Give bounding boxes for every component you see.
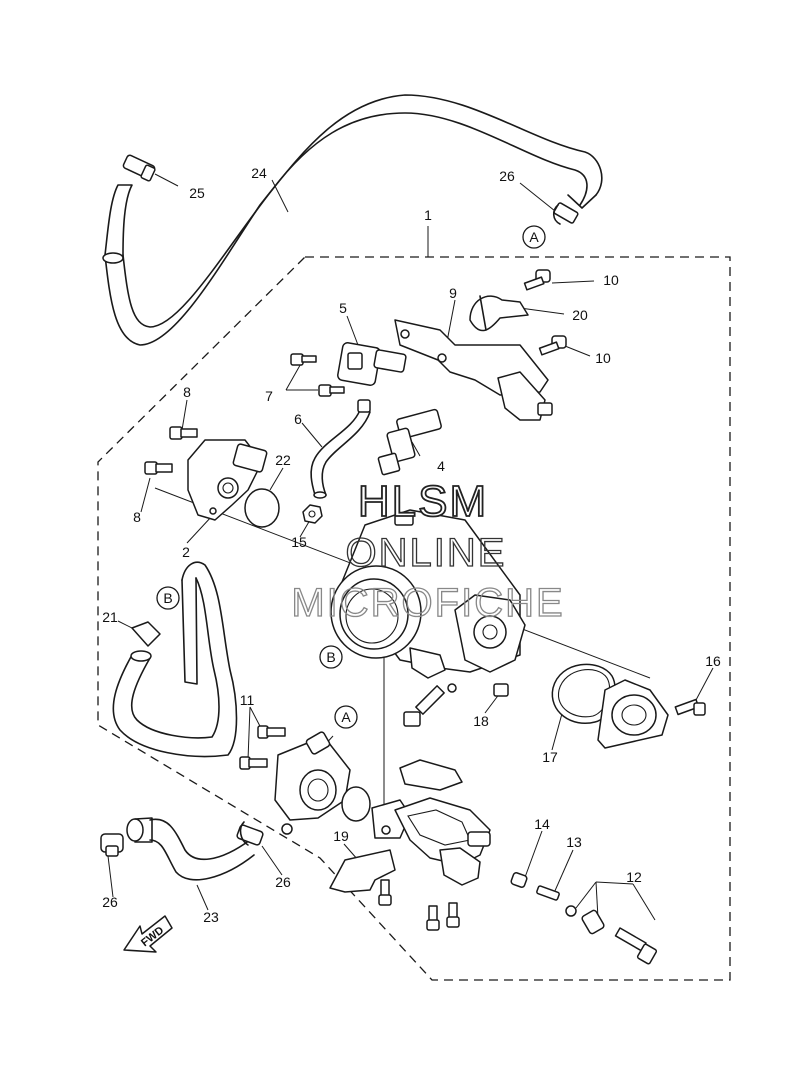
callout-13: 13 — [566, 834, 582, 850]
ref-marker-b-left: B — [156, 586, 180, 610]
callout-18: 18 — [473, 713, 489, 729]
idle-valve-assembly — [394, 797, 491, 886]
screw-7-upper — [290, 353, 317, 366]
callout-2: 2 — [182, 544, 190, 560]
screw-assembly-12 — [565, 905, 658, 965]
screw-11-upper — [257, 725, 286, 739]
screw-7-lower — [318, 384, 345, 397]
callout-15: 15 — [291, 534, 307, 550]
o-ring-22 — [244, 488, 280, 528]
watermark-line1: HLSM — [358, 477, 488, 526]
callout-11: 11 — [240, 692, 255, 708]
callout-16: 16 — [705, 653, 721, 669]
callout-19: 19 — [333, 828, 349, 844]
callout-20: 20 — [572, 307, 588, 323]
screw-lower-2 — [426, 905, 440, 931]
callout-9: 9 — [449, 285, 457, 301]
callout-26-left: 26 — [102, 894, 118, 910]
sensor-2 — [187, 439, 268, 521]
clip-25 — [122, 154, 156, 182]
callout-26-right: 26 — [275, 874, 291, 890]
callout-4: 4 — [437, 458, 445, 474]
bracket-20 — [469, 295, 529, 332]
callout-7: 7 — [265, 388, 273, 404]
pin-13 — [536, 885, 560, 901]
hose-6 — [310, 399, 371, 499]
callout-8-lower: 8 — [133, 509, 141, 525]
nut-15 — [302, 504, 323, 524]
joint-flange — [274, 731, 351, 835]
callout-22: 22 — [275, 452, 291, 468]
screw-lower-1 — [378, 879, 392, 906]
clip-26-left — [100, 833, 124, 857]
screw-10-upper — [523, 269, 551, 291]
watermark: HLSM ONLINE MICROFICHE — [291, 476, 564, 626]
injector-4 — [377, 408, 442, 476]
clip-26-right — [236, 821, 264, 846]
hose-23 — [126, 817, 255, 881]
callout-25: 25 — [189, 185, 205, 201]
plug-18 — [493, 683, 509, 697]
callout-21: 21 — [102, 609, 118, 625]
callout-14: 14 — [534, 816, 550, 832]
hose-21 — [112, 561, 238, 758]
ref-marker-b-center: B — [319, 645, 343, 669]
ref-marker-a-top-label: A — [529, 229, 539, 245]
cover-16 — [597, 679, 706, 749]
callout-26-top: 26 — [499, 168, 515, 184]
bolt-center — [403, 683, 457, 727]
ref-marker-a-bottom-label: A — [341, 709, 351, 725]
screw-8-upper — [169, 426, 198, 440]
watermark-line2: ONLINE — [346, 531, 507, 575]
fwd-arrow: FWD — [123, 915, 173, 953]
o-ring-joint — [341, 786, 371, 822]
callout-12: 12 — [626, 869, 642, 885]
callout-5: 5 — [339, 300, 347, 316]
ref-marker-a-top: A — [522, 225, 546, 249]
sensor-5 — [337, 342, 407, 386]
ref-marker-a-bottom: A — [334, 705, 358, 729]
ref-marker-b-left-label: B — [163, 590, 172, 606]
callout-labels: 1 2 4 5 6 7 8 8 9 10 10 11 12 13 14 15 1… — [102, 165, 721, 925]
hose-24 — [102, 94, 603, 346]
assembly-boundary-outline — [97, 256, 731, 981]
callout-17: 17 — [542, 749, 558, 765]
watermark-line3: MICROFICHE — [291, 581, 564, 625]
callout-10-lower: 10 — [595, 350, 611, 366]
clip-26-top — [552, 202, 579, 225]
callout-10-upper: 10 — [603, 272, 619, 288]
spring-14 — [510, 872, 528, 888]
screw-11-lower — [239, 756, 268, 770]
screw-10-lower — [538, 335, 567, 356]
callout-6: 6 — [294, 411, 302, 427]
ref-marker-b-center-label: B — [326, 649, 335, 665]
callout-1: 1 — [424, 207, 432, 223]
throttle-body-main — [330, 509, 526, 679]
screw-lower-3 — [446, 902, 460, 928]
callout-8-upper: 8 — [183, 384, 191, 400]
screw-8-lower — [144, 461, 173, 475]
callout-23: 23 — [203, 909, 219, 925]
gasket-plate — [399, 759, 463, 791]
callout-24: 24 — [251, 165, 267, 181]
fuel-rail-9 — [394, 319, 553, 421]
